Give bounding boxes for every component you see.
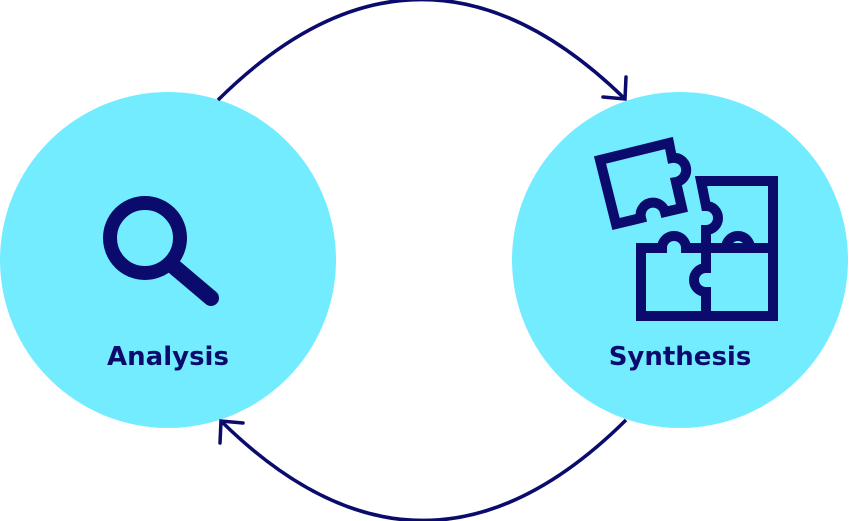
magnifying-glass-icon xyxy=(103,196,219,306)
synthesis-circle xyxy=(512,92,848,428)
synthesis-label: Synthesis xyxy=(608,342,752,372)
top-arrow xyxy=(216,0,628,102)
puzzle-pieces-icon xyxy=(593,136,778,321)
bottom-arrow xyxy=(218,418,628,521)
analysis-label: Analysis xyxy=(107,342,229,372)
